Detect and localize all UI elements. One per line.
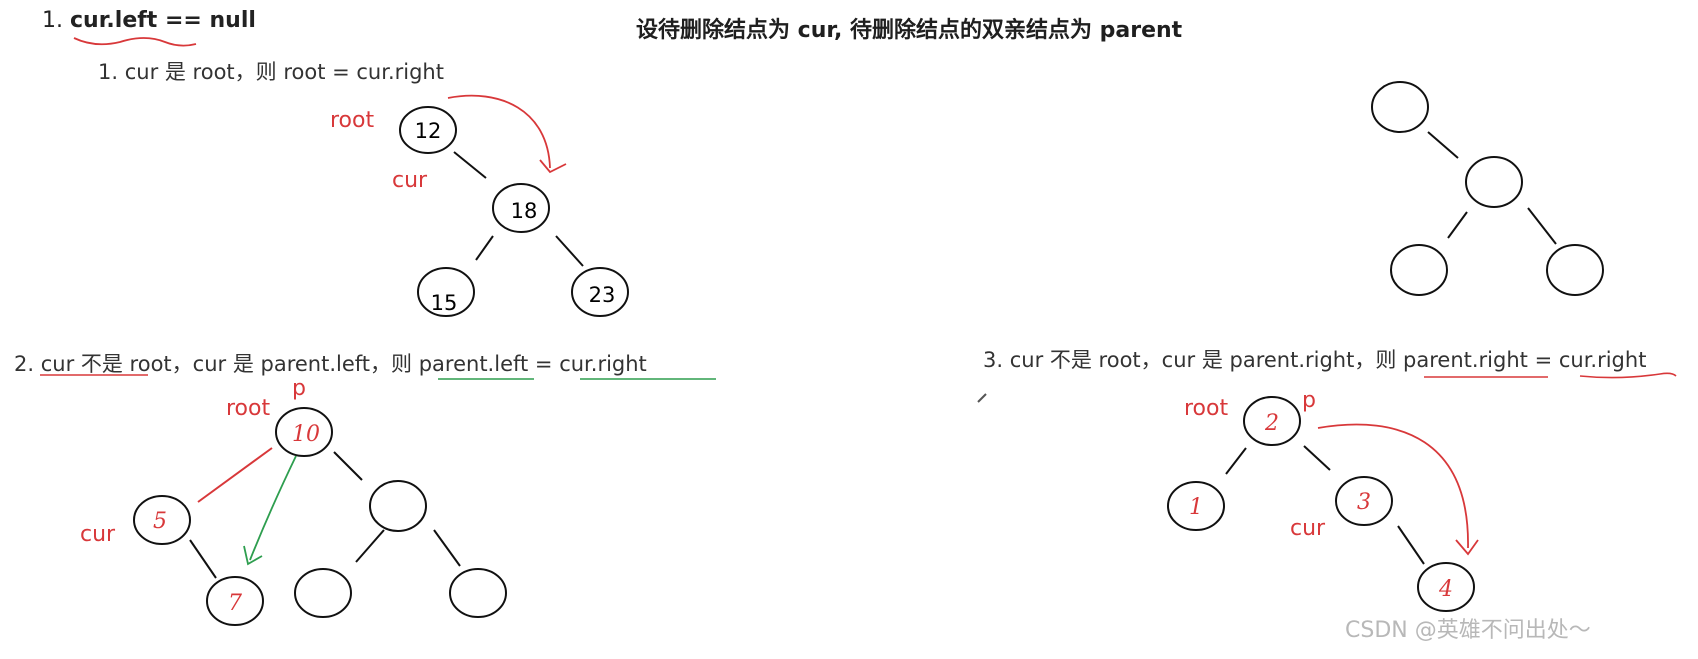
case1-edge-18-15 [475, 235, 494, 261]
template-tree [1371, 81, 1604, 296]
template-node-mid [1465, 156, 1523, 208]
template-edge-2 [1447, 211, 1468, 239]
case2-edge-right-rl [355, 529, 385, 563]
case1-arrow [447, 94, 551, 169]
page-title: 设待删除结点为 cur, 待删除结点的双亲结点为 parent [636, 18, 1183, 43]
case2-edge-10-5 [197, 447, 273, 503]
case1-node-15-label: 15 [431, 291, 458, 315]
case3-arrow [1317, 423, 1469, 549]
case1-arrow-head [539, 159, 567, 174]
case3-node-3 [1335, 476, 1393, 526]
template-edge-1 [1427, 131, 1459, 159]
case1-node-18-label: 18 [511, 199, 538, 223]
case2-part-d: = [528, 352, 560, 376]
case3-node-1 [1167, 481, 1225, 531]
case3-node-2-label: 2 [1264, 411, 1279, 436]
case2-part-c: parent.left [418, 352, 529, 376]
case3-text-d: cur.right [1558, 348, 1647, 372]
case2-p-label: p [292, 376, 306, 401]
case1-edge-18-23 [555, 235, 584, 267]
case2-cur-label: cur [80, 522, 116, 547]
case3-edge-3-4 [1397, 525, 1425, 565]
case3-node-4-label: 4 [1438, 577, 1453, 602]
case2-edge-right-rr [433, 529, 461, 567]
case3-edge-2-3 [1303, 445, 1331, 471]
case3-root-label: root [1184, 396, 1229, 421]
case2-text: 2. cur 不是 root，cur 是 parent.left，则 paren… [14, 348, 647, 378]
case1-node-23 [571, 267, 629, 317]
case2-node-7-label: 7 [228, 591, 242, 616]
case1-node-18 [492, 183, 550, 233]
case2-edge-5-7 [189, 539, 217, 579]
case3-p-label: p [1302, 388, 1316, 413]
heading-condition: cur.left == null [70, 8, 256, 33]
heading: 1. cur.left == null [42, 8, 256, 33]
case2-green-arrow [249, 455, 297, 561]
case2-prefix: 2. [14, 352, 41, 376]
case2-green-arrow-head [243, 545, 263, 566]
case3-edge-2-1 [1225, 447, 1247, 475]
heading-underline [73, 37, 197, 47]
case3-text-c: = [1527, 348, 1559, 372]
case1-tree [399, 106, 629, 317]
template-edge-3 [1527, 207, 1557, 245]
case2-node-rr [449, 568, 507, 618]
case2-node-7 [206, 576, 264, 626]
case1-cur-label: cur [392, 168, 428, 193]
case2-node-rl [294, 568, 352, 618]
case1-node-12-label: 12 [415, 119, 442, 143]
case3-arrow-head [1455, 539, 1479, 556]
case2-part-e: cur.right [559, 352, 647, 376]
case3-tree [1167, 396, 1475, 612]
case2-node-5 [133, 495, 191, 545]
case3-pencil-mark [977, 393, 987, 403]
case2-part-a: cur 不是 root [40, 352, 172, 376]
watermark: CSDN @英雄不问出处～ [1345, 618, 1591, 643]
case3-node-1-label: 1 [1189, 495, 1203, 520]
case3-node-4 [1417, 562, 1475, 612]
template-node-top [1371, 81, 1429, 133]
case2-part-b: ，cur 是 parent.left，则 [171, 352, 419, 376]
case1-edge-12-18 [453, 151, 487, 179]
case1-node-23-label: 23 [589, 283, 616, 307]
case3-cur-label: cur [1290, 516, 1326, 541]
case3-node-3-label: 3 [1357, 490, 1371, 515]
case3-text: 3. cur 不是 root，cur 是 parent.right，则 pare… [983, 344, 1646, 374]
template-node-right [1546, 244, 1604, 296]
case3-underline-d [1579, 372, 1677, 379]
case2-edge-10-right [333, 451, 363, 481]
case3-text-b: parent.right [1403, 348, 1528, 372]
case3-text-a: 3. cur 不是 root，cur 是 parent.right，则 [983, 348, 1404, 372]
heading-num: 1. [42, 8, 63, 33]
case1-text: 1. cur 是 root，则 root = cur.right [98, 60, 444, 84]
case1-node-15 [417, 267, 475, 317]
case2-node-10 [275, 407, 333, 457]
template-node-left [1390, 244, 1448, 296]
case1-node-12 [399, 106, 457, 154]
case3-node-2 [1243, 396, 1301, 446]
case2-node-10-label: 10 [292, 422, 320, 447]
case2-node-right [369, 480, 427, 532]
case2-root-label: root [226, 396, 271, 421]
case1-root-label: root [330, 108, 375, 133]
case2-node-5-label: 5 [153, 509, 167, 534]
case2-tree [133, 407, 507, 626]
